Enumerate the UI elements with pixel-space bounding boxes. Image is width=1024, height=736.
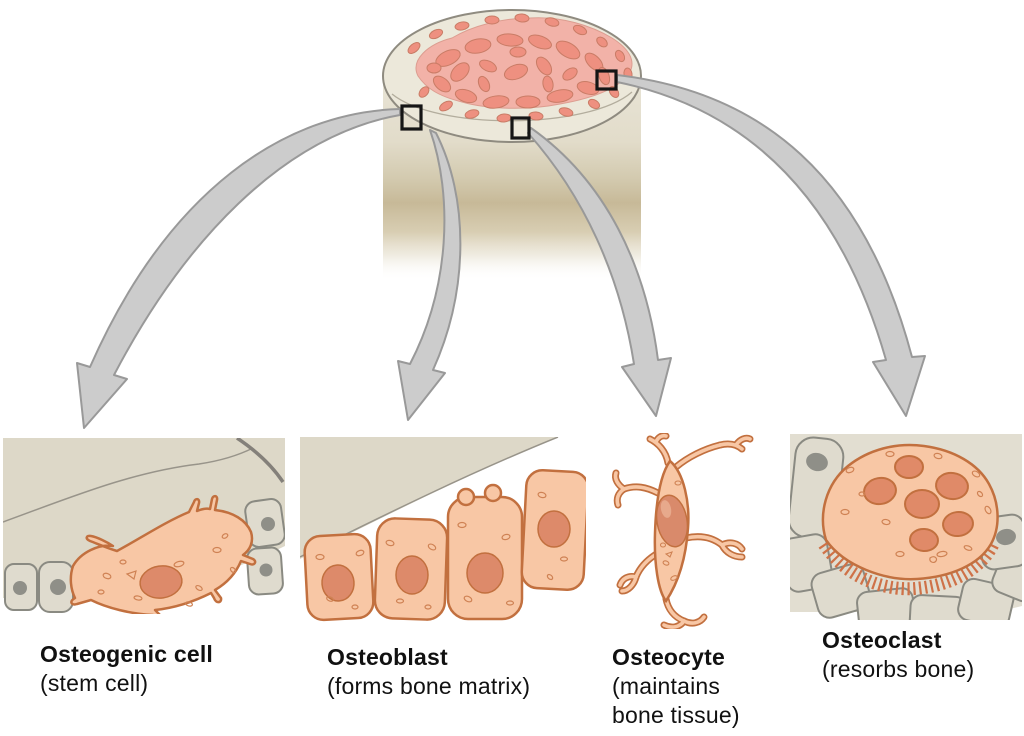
sample-markers [400,69,618,140]
cytoplasm-speckles [840,450,992,564]
cell-name: Osteocyte [612,644,726,670]
bone-surface-cells [790,436,1022,620]
osteogenic-nucleus [139,565,183,599]
cytoplasm-speckles [659,480,682,581]
cell-name: Osteoclast [822,627,942,653]
osteoclast-label: Osteoclast (resorbs bone) [822,626,974,684]
callout-arrows [76,74,926,429]
cell-bump [456,487,476,507]
osteogenic-cell-body [69,494,257,614]
bone-cross-section-illustration [76,9,926,429]
lining-cell-nuclei [13,517,275,595]
arrow-to-osteocyte [527,127,672,417]
trabecular-spots [407,13,633,123]
cytoplasm-speckles [97,533,237,607]
bone-edge-line [236,438,285,483]
cell-name: Osteoblast [327,644,448,670]
osteogenic-cell-panel [3,438,285,614]
cell-function: (resorbs bone) [822,656,975,682]
osteoblast-panel [300,437,586,622]
cell-function: (maintains bone tissue) [612,673,740,728]
arrow-to-osteoclast [616,74,926,417]
osteogenic-label: Osteogenic cell (stem cell) [40,640,213,698]
arrow-to-osteoblast [397,129,462,421]
trabecular-bone [407,13,633,123]
ruffled-border [818,539,1000,596]
cell-function: (forms bone matrix) [327,673,531,699]
osteoblast-nuclei [321,510,571,602]
nucleus-highlight [660,500,672,518]
arrow-to-osteogenic [76,108,401,429]
cytoplasm-speckles [315,491,569,610]
bone-matrix-background [300,437,556,559]
cell-name: Osteogenic cell [40,641,214,667]
osteoclast-panel [790,434,1022,620]
sample-marker-right [595,69,618,91]
osteoblast-label: Osteoblast (forms bone matrix) [327,643,530,701]
cell-function: (stem cell) [40,670,149,696]
sample-marker-center [510,116,531,140]
bone-cell-nuclei [806,452,1016,546]
osteoclast-nuclei [863,455,974,553]
osteocyte-panel [612,433,754,629]
cell-bump [483,483,503,503]
matrix-wavy-line [3,447,254,523]
osteocyte-label: Osteocyte (maintains bone tissue) [612,643,760,730]
sample-marker-left [400,104,423,131]
